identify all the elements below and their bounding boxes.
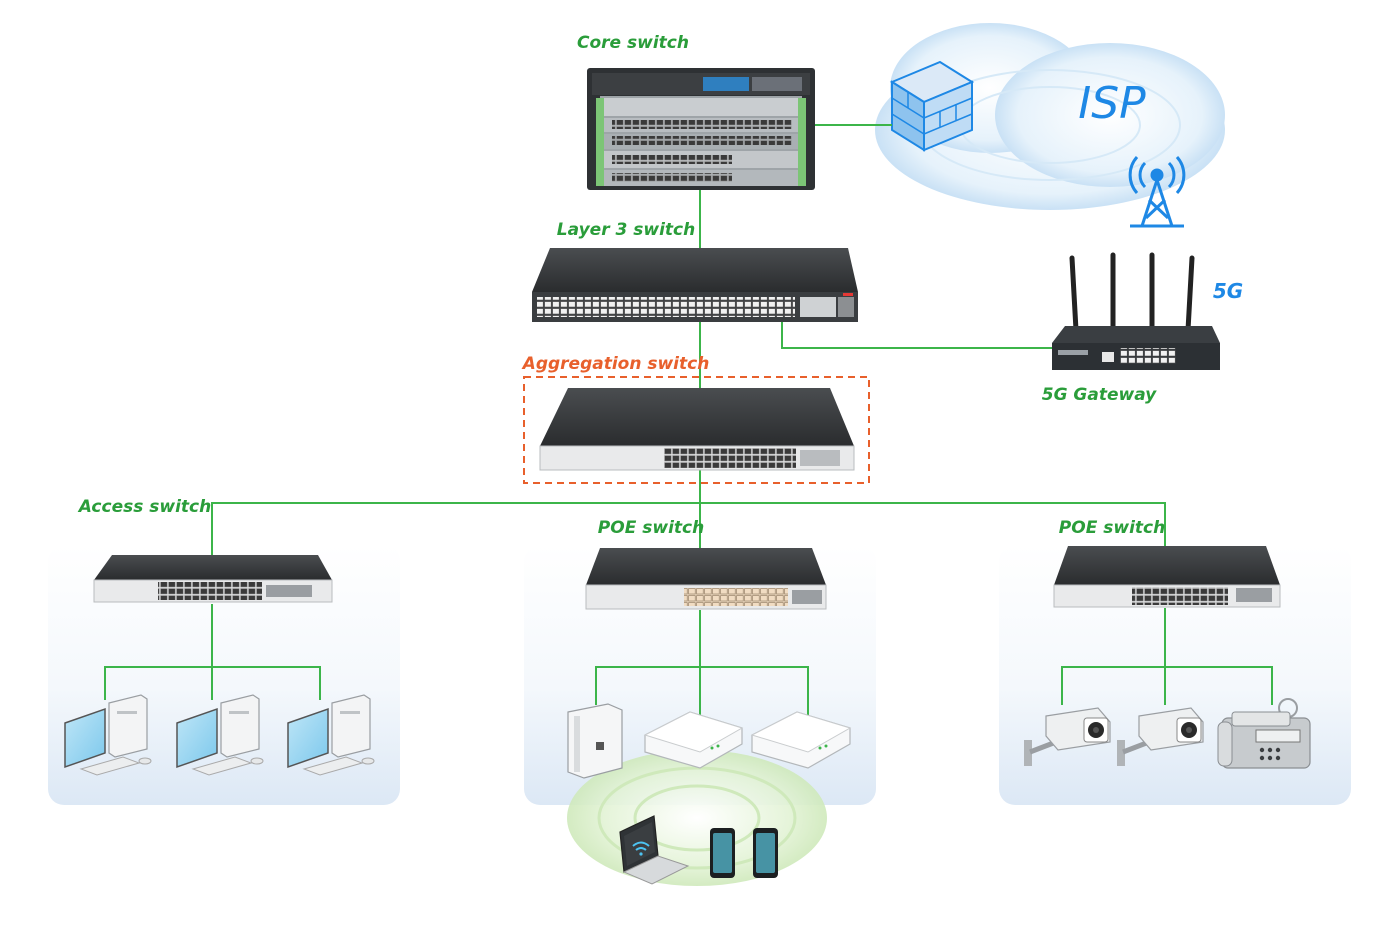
access-point-icon: [750, 711, 852, 769]
isp-label: ISP: [1078, 78, 1146, 129]
isp-cloud: ISP: [875, 23, 1225, 210]
access-switch-label: Access switch: [77, 497, 211, 517]
desktop-pc-icon: [176, 694, 264, 776]
desktop-pc-icon: [64, 694, 152, 776]
firewall-icon: [889, 60, 975, 152]
core-switch-label: Core switch: [577, 33, 689, 53]
connection-lines: [104, 124, 1273, 720]
desktop-pc-icon: [287, 694, 375, 776]
poe-switch-right-device: [1053, 546, 1281, 608]
cell-tower-icon: [1128, 156, 1186, 228]
smartphone-icon: [710, 828, 735, 878]
aggregation-switch-device: ⁣: [539, 388, 855, 471]
5g-gateway-device: [1052, 252, 1220, 370]
access-point-icon: [643, 711, 744, 769]
cctv-camera-icon: [1024, 707, 1111, 766]
smartphone-icon: [753, 828, 778, 878]
poe-switch-mid-device: [585, 548, 827, 610]
poe-switch-right-label: POE switch: [1059, 518, 1165, 538]
aggregation-switch-label: Aggregation switch: [521, 354, 710, 374]
cctv-camera-icon: [1117, 707, 1204, 766]
5g-gateway-label: 5G Gateway: [1042, 385, 1157, 405]
layer3-switch-label: Layer 3 switch: [557, 220, 695, 240]
laptop-icon: [619, 815, 690, 885]
aggregation-highlight-box: [523, 376, 870, 484]
5g-badge: 5G: [1213, 279, 1243, 303]
poe-switch-mid-label: POE switch: [598, 518, 704, 538]
ip-phone-icon: [1217, 698, 1311, 769]
access-switch-device: [93, 555, 333, 603]
core-switch-device: [587, 68, 815, 190]
layer3-switch-device: [532, 248, 858, 322]
access-point-icon: [567, 703, 623, 779]
